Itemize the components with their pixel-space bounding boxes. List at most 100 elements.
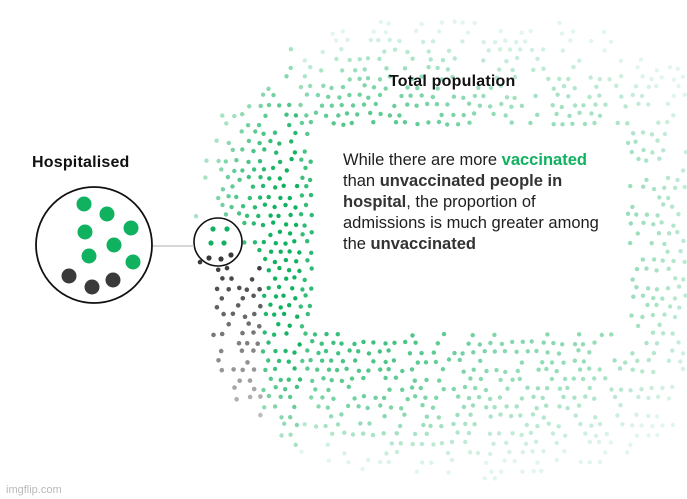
vaccinated-population-dot xyxy=(257,247,262,253)
vaccinated-population-dot xyxy=(651,186,657,192)
vaccinated-population-dot xyxy=(289,139,294,144)
vaccinated-population-dot xyxy=(305,131,310,137)
vaccinated-population-dot xyxy=(298,84,304,90)
vaccinated-population-dot xyxy=(660,296,665,301)
vaccinated-population-dot xyxy=(277,229,283,234)
vaccinated-population-dot xyxy=(466,341,471,346)
vaccinated-population-dot xyxy=(386,348,391,353)
vaccinated-population-dot xyxy=(302,223,307,228)
explainer-part2: than xyxy=(343,172,380,190)
vaccinated-population-dot xyxy=(544,403,549,408)
vaccinated-population-dot xyxy=(483,387,489,393)
vaccinated-population-dot xyxy=(339,47,344,52)
vaccinated-population-dot xyxy=(252,205,258,210)
vaccinated-population-dot xyxy=(670,422,676,427)
vaccinated-population-dot xyxy=(578,421,583,427)
vaccinated-population-dot xyxy=(476,395,482,400)
vaccinated-population-dot xyxy=(232,113,237,119)
vaccinated-population-dot xyxy=(300,287,305,292)
vaccinated-population-dot xyxy=(302,74,308,79)
vaccinated-population-dot xyxy=(424,414,430,419)
vaccinated-population-dot xyxy=(627,240,633,246)
vaccinated-population-dot xyxy=(536,367,541,372)
vaccinated-population-dot xyxy=(481,58,486,63)
vaccinated-population-dot xyxy=(587,385,592,391)
vaccinated-population-dot xyxy=(681,238,686,244)
vaccinated-population-dot xyxy=(410,441,415,447)
vaccinated-population-dot xyxy=(503,38,508,43)
vaccinated-population-dot xyxy=(612,358,617,363)
vaccinated-population-dot xyxy=(435,86,440,91)
vaccinated-population-dot xyxy=(504,440,509,445)
vaccinated-population-dot xyxy=(378,459,383,465)
explainer-part3: , the proportion of admissions is much g… xyxy=(343,193,599,253)
vaccinated-population-dot xyxy=(268,138,273,144)
vaccinated-population-dot xyxy=(289,156,294,162)
unvaccinated-population-dot xyxy=(249,277,255,282)
vaccinated-population-dot xyxy=(680,74,686,79)
vaccinated-population-dot xyxy=(528,120,533,126)
vaccinated-population-dot xyxy=(424,377,429,383)
vaccinated-population-dot xyxy=(292,350,297,355)
total-population-label: Total population xyxy=(389,73,516,90)
vaccinated-population-dot xyxy=(498,469,504,474)
unvaccinated-population-dot xyxy=(232,385,237,390)
vaccinated-population-dot xyxy=(266,285,271,291)
vaccinated-population-dot xyxy=(520,450,525,455)
vaccinated-population-dot xyxy=(278,249,283,254)
unvaccinated-population-dot xyxy=(219,296,225,301)
vaccinated-population-dot xyxy=(567,113,572,119)
vaccinated-population-dot xyxy=(472,93,478,99)
vaccinated-population-dot xyxy=(423,360,429,365)
vaccinated-population-dot xyxy=(531,67,536,73)
unvaccinated-population-dot xyxy=(230,311,236,317)
vaccinated-population-dot xyxy=(329,85,334,91)
vaccinated-population-dot xyxy=(258,103,263,109)
vaccinated-population-dot xyxy=(387,113,393,118)
vaccinated-population-dot xyxy=(618,58,624,63)
vaccinated-population-dot xyxy=(246,138,252,144)
vaccinated-population-dot xyxy=(378,403,383,408)
vaccinated-population-dot xyxy=(589,111,594,116)
vaccinated-population-dot xyxy=(399,93,404,99)
vaccinated-population-dot xyxy=(240,112,245,117)
vaccinated-population-dot xyxy=(304,92,310,97)
vaccinated-population-dot xyxy=(551,86,556,91)
vaccinated-population-dot xyxy=(599,332,604,338)
vaccinated-population-dot xyxy=(640,314,645,320)
vaccinated-population-dot xyxy=(488,414,493,419)
unvaccinated-population-dot xyxy=(226,321,231,327)
vaccinated-population-dot xyxy=(420,403,425,408)
vaccinated-population-dot xyxy=(309,395,314,400)
vaccinated-population-dot xyxy=(665,175,671,181)
vaccinated-population-dot xyxy=(320,395,325,400)
vaccinated-population-dot xyxy=(639,423,644,428)
vaccinated-population-dot xyxy=(300,175,305,180)
vaccinated-population-dot xyxy=(587,366,592,371)
vaccinated-population-dot xyxy=(340,29,345,34)
vaccinated-population-dot xyxy=(400,368,405,374)
vaccinated-population-dot xyxy=(634,412,639,417)
vaccinated-population-dot xyxy=(377,56,382,62)
vaccinated-population-dot xyxy=(232,168,237,174)
vaccinated-population-dot xyxy=(554,440,559,446)
vaccinated-population-dot xyxy=(220,202,225,208)
vaccinated-population-dot xyxy=(488,85,494,91)
vaccinated-population-dot xyxy=(660,331,666,336)
vaccinated-population-dot xyxy=(597,422,603,427)
vaccinated-population-dot xyxy=(214,138,219,143)
vaccinated-population-dot xyxy=(430,94,435,100)
vaccinated-population-dot xyxy=(377,77,383,82)
vaccinated-population-dot xyxy=(634,433,640,438)
vaccinated-population-dot xyxy=(507,449,512,455)
vaccinated-population-dot xyxy=(397,423,403,429)
vaccinated-population-dot xyxy=(608,39,614,44)
vaccinated-population-dot xyxy=(405,397,410,402)
vaccinated-population-dot xyxy=(361,431,366,436)
vaccinated-population-dot xyxy=(533,439,539,444)
vaccinated-population-dot xyxy=(288,212,293,218)
vaccinated-population-dot xyxy=(665,101,671,107)
vaccinated-population-dot xyxy=(288,65,293,71)
vaccinated-population-dot xyxy=(468,376,473,381)
